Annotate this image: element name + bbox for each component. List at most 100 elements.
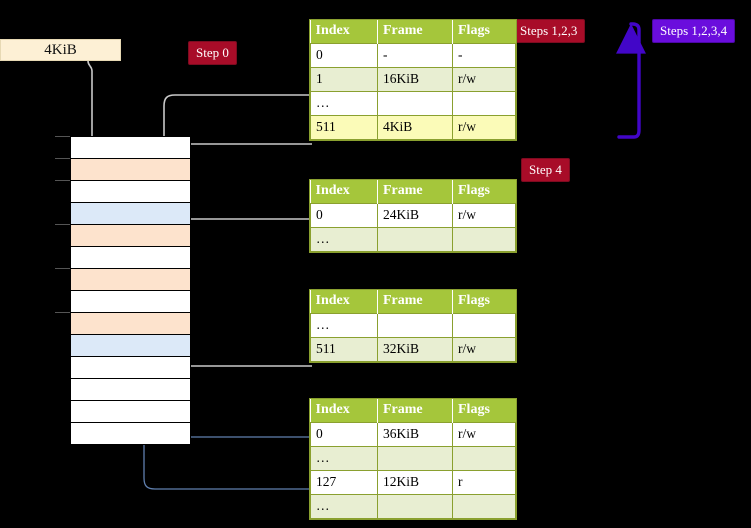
memory-frame-row <box>70 158 191 181</box>
table-cell <box>452 446 516 471</box>
column-header-flags: Flags <box>452 180 516 204</box>
table-cell: … <box>310 494 378 519</box>
table-cell: 16KiB <box>377 67 453 92</box>
table-cell: 12KiB <box>377 470 453 495</box>
table-cell <box>377 446 453 471</box>
memory-frame-row <box>70 290 191 313</box>
table-row: … <box>310 313 516 338</box>
memory-frame-tick <box>55 268 70 269</box>
badge-step-0-label: Step 0 <box>196 45 229 60</box>
table-cell: 127 <box>310 470 378 495</box>
table-cell: r/w <box>452 115 516 140</box>
size-bar-4kib: 4KiB <box>0 39 121 61</box>
memory-frame-row <box>70 224 191 247</box>
memory-frame-row <box>70 378 191 401</box>
table-cell: 511 <box>310 337 378 362</box>
table-cell <box>452 227 516 252</box>
memory-frame-row <box>70 312 191 335</box>
badge-step-0: Step 0 <box>188 41 237 65</box>
table-cell: 4KiB <box>377 115 453 140</box>
table-cell <box>377 227 453 252</box>
badge-steps-1234-label: Steps 1,2,3,4 <box>660 23 728 38</box>
memory-frame-row <box>70 202 191 225</box>
table-cell <box>452 313 516 338</box>
memory-frame-tick <box>55 180 70 181</box>
memory-frame-column <box>55 136 191 445</box>
table-cell: 0 <box>310 422 378 447</box>
table-cell: r <box>452 470 516 495</box>
column-header-flags: Flags <box>452 20 516 44</box>
table-cell: 36KiB <box>377 422 453 447</box>
table-cell: - <box>377 43 453 68</box>
column-header-index: Index <box>310 290 378 314</box>
table-cell: r/w <box>452 203 516 228</box>
table-cell: … <box>310 446 378 471</box>
table-row: 0-- <box>310 43 516 68</box>
column-header-index: Index <box>310 180 378 204</box>
table-cell: - <box>452 43 516 68</box>
table-cell: r/w <box>452 337 516 362</box>
table-cell <box>452 91 516 116</box>
size-bar-label: 4KiB <box>44 41 77 58</box>
table-cell: 32KiB <box>377 337 453 362</box>
table-cell <box>377 91 453 116</box>
table-row: … <box>310 91 516 116</box>
table-cell: … <box>310 227 378 252</box>
table-row: … <box>310 446 516 471</box>
table-cell <box>377 494 453 519</box>
memory-frame-row <box>70 246 191 269</box>
table-cell: … <box>310 313 378 338</box>
column-header-flags: Flags <box>452 399 516 423</box>
badge-steps-123-label: Steps 1,2,3 <box>520 23 578 38</box>
column-header-flags: Flags <box>452 290 516 314</box>
memory-frame-tick <box>55 158 70 159</box>
table-cell <box>377 313 453 338</box>
memory-frame-row <box>70 356 191 379</box>
column-header-index: Index <box>310 20 378 44</box>
badge-step-4: Step 4 <box>521 158 570 182</box>
table-cell: 24KiB <box>377 203 453 228</box>
wire-t4-row127-to-frame <box>144 212 312 490</box>
table-cell: r/w <box>452 422 516 447</box>
column-header-frame: Frame <box>377 290 453 314</box>
wire-violet-bracket <box>616 22 646 139</box>
column-header-frame: Frame <box>377 20 453 44</box>
wire-4kib-to-frame <box>87 60 92 143</box>
table-cell <box>452 494 516 519</box>
memory-frame-row <box>70 334 191 357</box>
table-row: … <box>310 494 516 519</box>
badge-step-4-label: Step 4 <box>529 162 562 177</box>
column-header-index: Index <box>310 399 378 423</box>
badge-steps-1234: Steps 1,2,3,4 <box>652 19 736 43</box>
table-cell: 511 <box>310 115 378 140</box>
badge-steps-123: Steps 1,2,3 <box>512 19 586 43</box>
memory-frame-row <box>70 136 191 159</box>
table-row: … <box>310 227 516 252</box>
table-cell: 0 <box>310 43 378 68</box>
wire-t1-row1-to-frame <box>164 94 310 195</box>
table-cell: 1 <box>310 67 378 92</box>
memory-frame-tick <box>55 312 70 313</box>
table-cell: r/w <box>452 67 516 92</box>
memory-frame-row <box>70 422 191 445</box>
memory-frame-row <box>70 400 191 423</box>
memory-frame-row <box>70 180 191 203</box>
table-cell: … <box>310 91 378 116</box>
memory-frame-tick <box>55 224 70 225</box>
column-header-frame: Frame <box>377 180 453 204</box>
memory-frame-tick <box>55 136 70 137</box>
